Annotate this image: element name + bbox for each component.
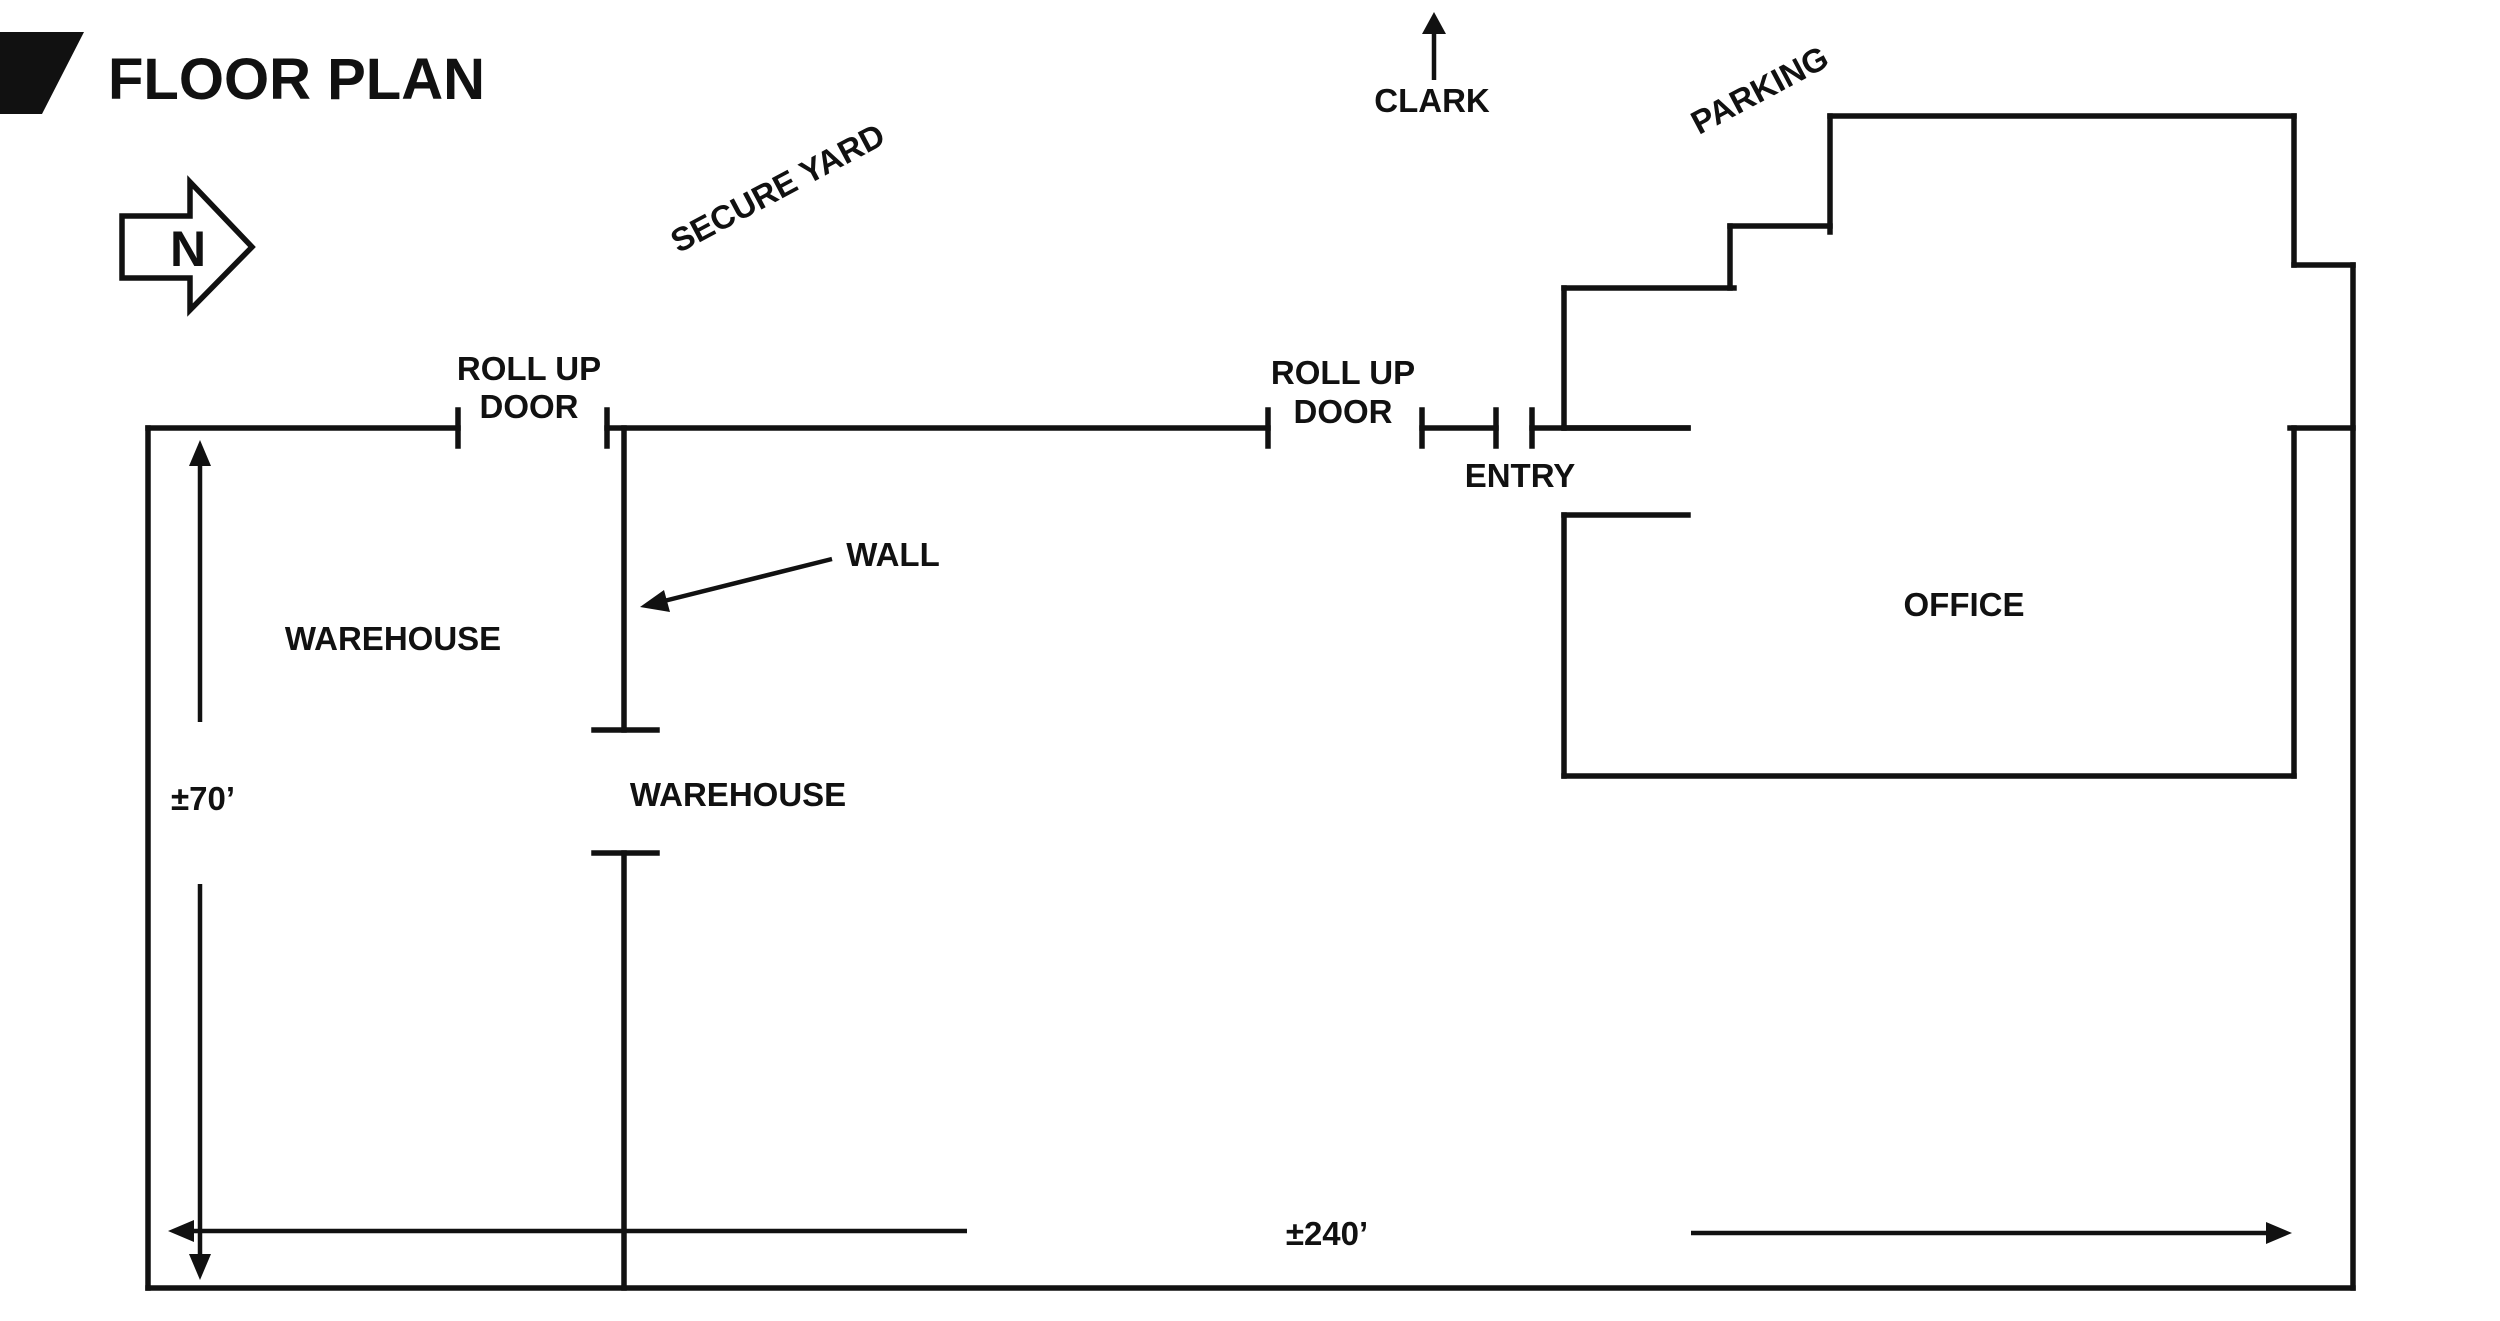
wall-label: WALL bbox=[846, 536, 939, 573]
roll-up-door-2 bbox=[1265, 407, 1425, 449]
up-arrow-icon bbox=[1422, 12, 1446, 80]
roll-up-door-2-line1: ROLL UP bbox=[1271, 354, 1415, 391]
roll-up-door-1-line1: ROLL UP bbox=[457, 350, 601, 387]
north-letter: N bbox=[170, 221, 206, 277]
wall-callout-arrow-icon bbox=[640, 556, 833, 612]
building-outline bbox=[145, 262, 2356, 1291]
height-dimension-arrow bbox=[189, 440, 211, 1280]
clark-label: CLARK bbox=[1374, 82, 1490, 119]
page-title: FLOOR PLAN bbox=[108, 47, 485, 112]
warehouse-left-label: WAREHOUSE bbox=[285, 620, 501, 657]
north-arrow-icon: N bbox=[119, 175, 256, 317]
interior-wall bbox=[591, 425, 660, 1291]
roll-up-door-2-line2: DOOR bbox=[1294, 393, 1393, 430]
title-tab-shape bbox=[0, 32, 84, 114]
parking-label: PARKING bbox=[1685, 38, 1835, 141]
width-dimension-arrow bbox=[168, 1220, 2292, 1244]
office-outline bbox=[1561, 113, 2356, 779]
width-dimension-label: ±240’ bbox=[1286, 1215, 1368, 1252]
roll-up-door-1 bbox=[455, 407, 610, 449]
secure-yard-label: SECURE YARD bbox=[664, 116, 890, 260]
entry-label: ENTRY bbox=[1465, 457, 1576, 494]
height-dimension-label: ±70’ bbox=[171, 780, 235, 817]
entry-door bbox=[1493, 407, 1535, 449]
office-label: OFFICE bbox=[1904, 586, 2025, 623]
roll-up-door-1-line2: DOOR bbox=[480, 388, 579, 425]
warehouse-center-label: WAREHOUSE bbox=[630, 776, 846, 813]
